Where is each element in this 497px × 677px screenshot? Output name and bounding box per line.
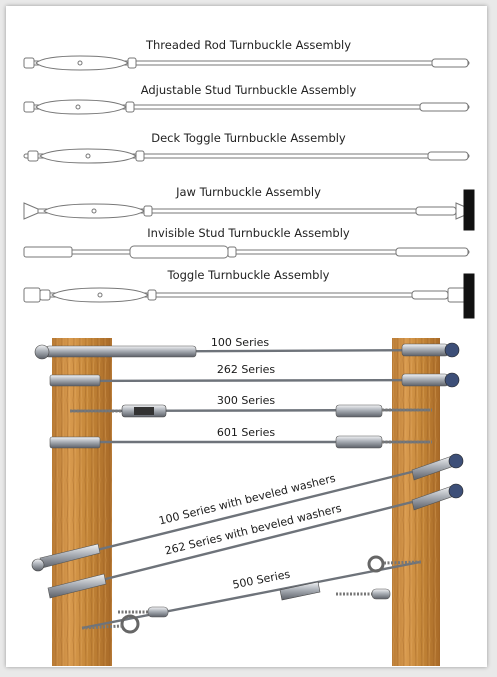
262-series-beveled-fittings	[47, 483, 464, 599]
label-262-series: 262 Series	[217, 363, 276, 376]
title-threaded-rod-turnbuckle: Threaded Rod Turnbuckle Assembly	[145, 38, 351, 52]
deck-toggle-turnbuckle-drawing	[23, 148, 470, 164]
300-series-fittings	[70, 404, 432, 418]
601-series-fittings	[49, 435, 432, 449]
left-wood-post	[52, 338, 112, 666]
adjustable-stud-turnbuckle-drawing	[23, 99, 470, 115]
installed-railing-photo	[31, 338, 464, 666]
label-100-series: 100 Series	[211, 336, 270, 349]
toggle-turnbuckle-drawing	[23, 273, 475, 319]
turnbuckle-drawings	[23, 55, 475, 319]
title-jaw-turnbuckle: Jaw Turnbuckle Assembly	[176, 185, 321, 199]
title-adjustable-stud-turnbuckle: Adjustable Stud Turnbuckle Assembly	[140, 83, 357, 97]
title-invisible-stud-turnbuckle: Invisible Stud Turnbuckle Assembly	[147, 226, 350, 240]
100-series-fittings	[34, 342, 460, 360]
title-toggle-turnbuckle: Toggle Turnbuckle Assembly	[167, 268, 330, 282]
title-deck-toggle-turnbuckle: Deck Toggle Turnbuckle Assembly	[151, 131, 346, 145]
500-series-fittings	[81, 555, 423, 634]
jaw-turnbuckle-drawing	[23, 189, 475, 231]
100-series-beveled-fittings	[31, 453, 464, 572]
262-series-fittings	[49, 372, 460, 388]
threaded-rod-turnbuckle-drawing	[23, 55, 470, 71]
invisible-stud-turnbuckle-drawing	[23, 245, 470, 259]
label-601-series: 601 Series	[217, 426, 276, 439]
label-300-series: 300 Series	[217, 394, 276, 407]
